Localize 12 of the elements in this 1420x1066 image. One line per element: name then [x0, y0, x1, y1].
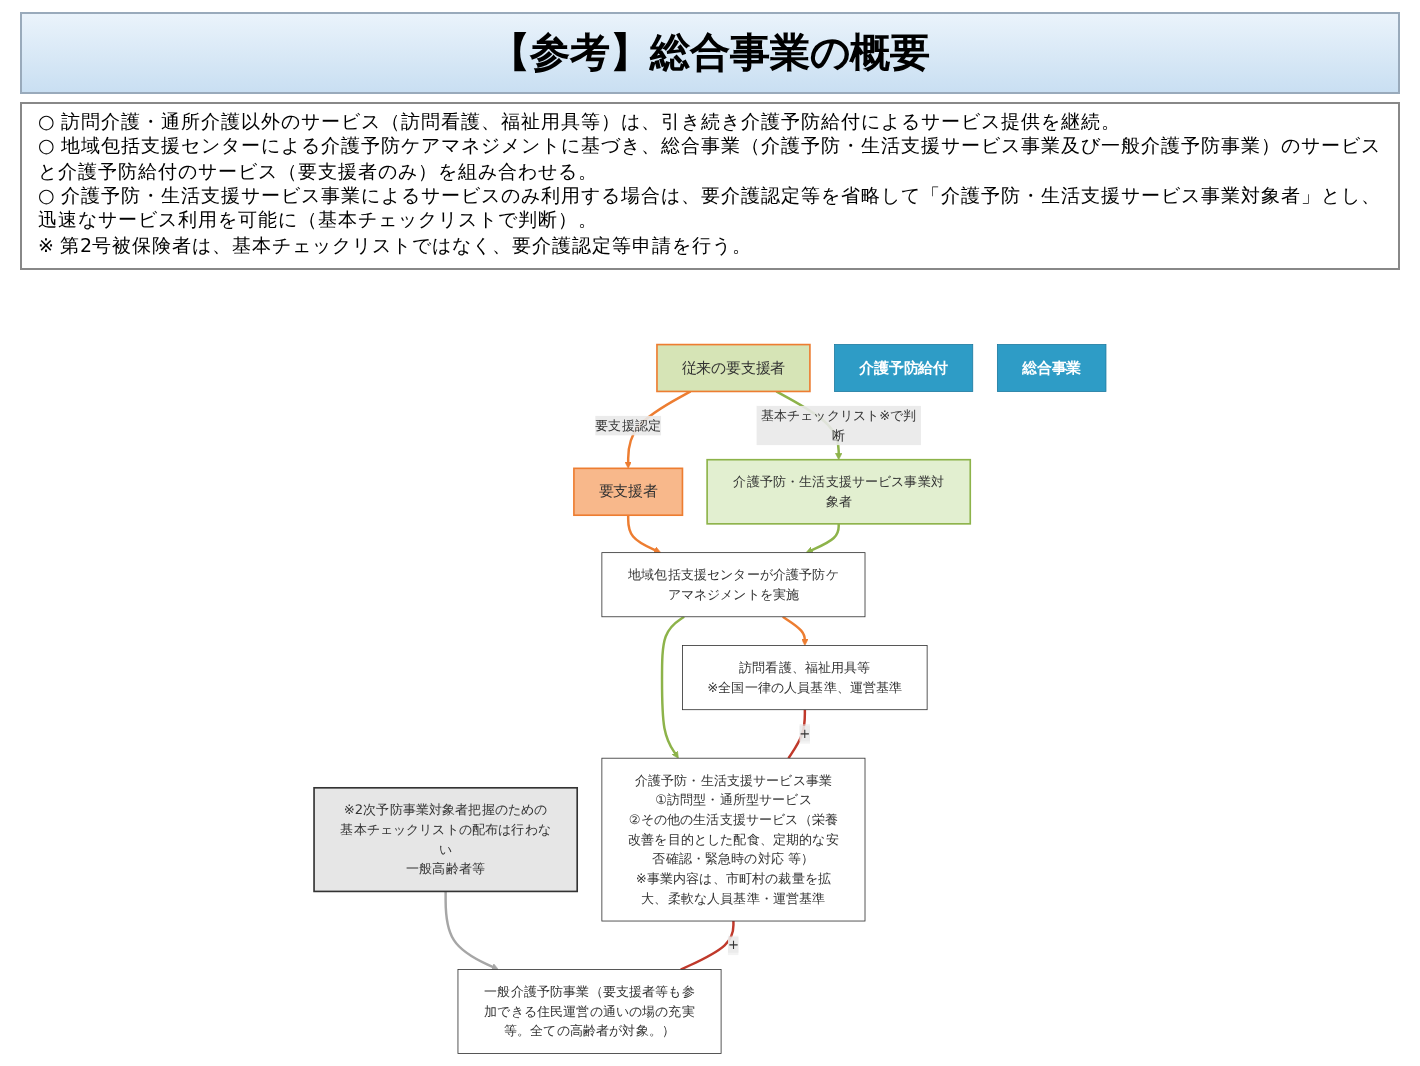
note-text: ○ 訪問介護・通所介護以外のサービス（訪問看護、福祉用具等）は、引き続き介護予防給付によるサービス提供を継続。 — [38, 112, 1123, 136]
note-text: ○ 介護予防・生活支援サービス事業によるサービスのみ利用する場合は、要介護認定等を省略して「介護予防・生活支援サービス事業対象者」とし、迅速なサービス利用を可能に（基本チェックリストで判断）。 — [38, 186, 1382, 236]
connector — [680, 921, 735, 971]
arrow — [782, 615, 809, 646]
title: 【参考】総合事業の概要 — [20, 12, 1400, 94]
arrow — [805, 523, 840, 554]
arrow — [660, 615, 685, 759]
note-text: ○ 地域包括支援センターによる介護予防ケアマネジメントに基づき、総合事業（介護予防・生活支援サービス事業及び一般介護予防事業）のサービスと介護予防給付のサービス（要支援者のみ）を組み合わせる。 — [38, 136, 1382, 186]
arrow — [626, 515, 662, 554]
arrow — [444, 891, 499, 971]
connector — [787, 709, 807, 759]
note-text: ※ 第2号被保険者は、基本チェックリストではなく、要介護認定等申請を行う。 — [38, 235, 755, 261]
